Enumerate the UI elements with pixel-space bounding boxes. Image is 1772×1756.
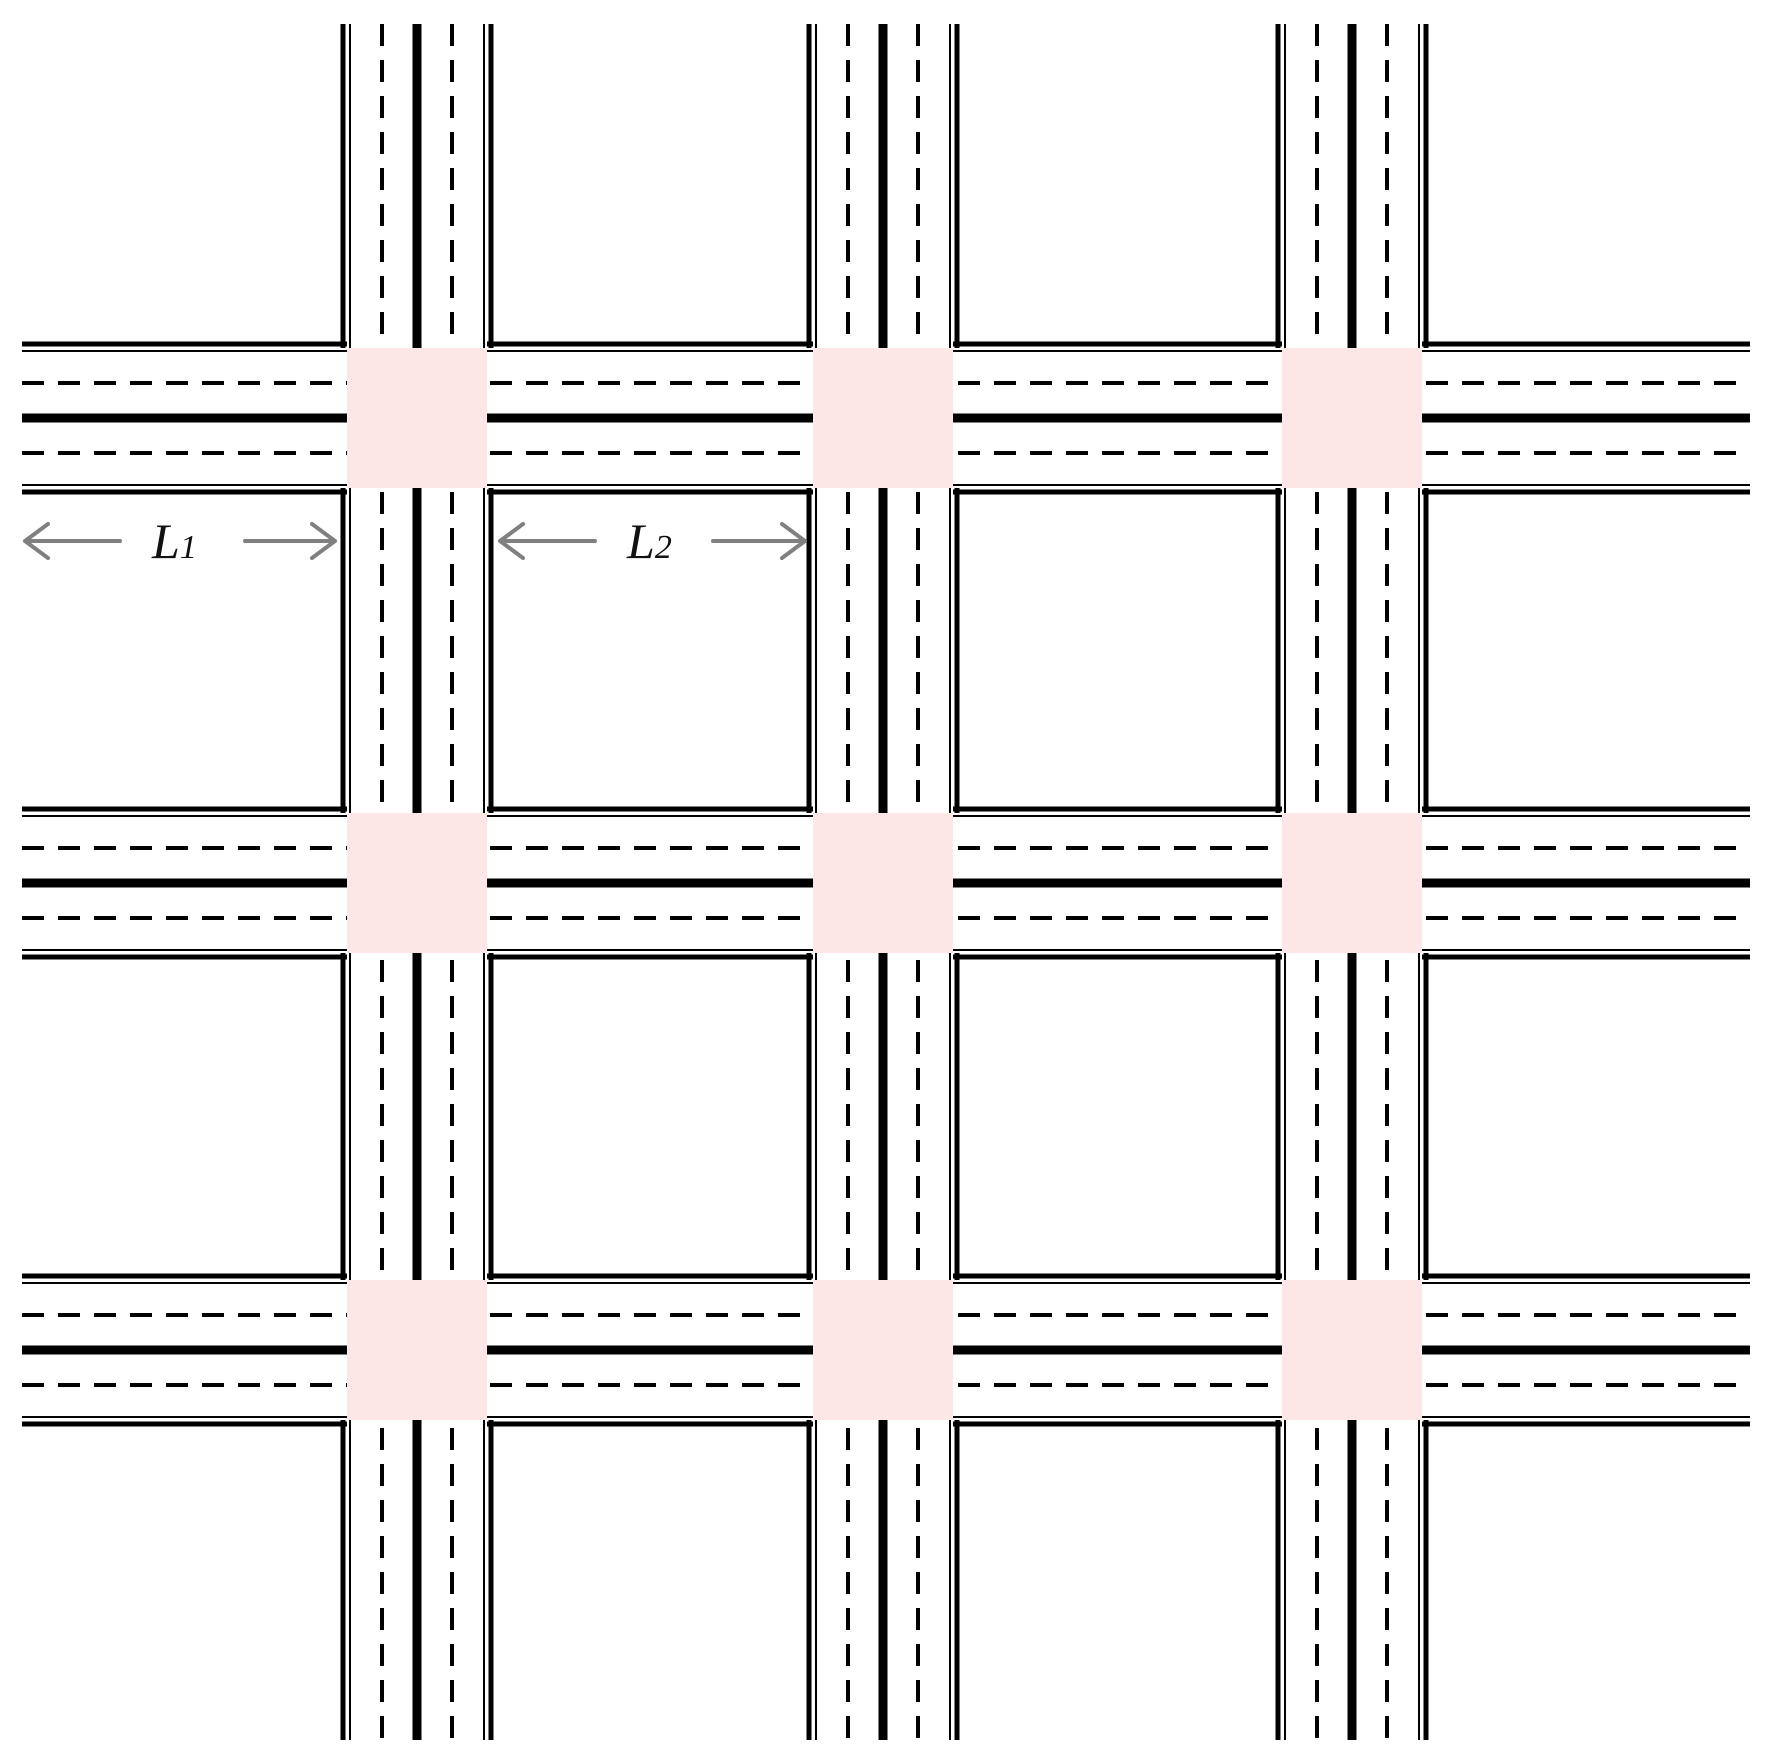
dimension-l1: L1 — [23, 513, 337, 569]
intersections-layer — [347, 348, 1422, 1420]
l2-label-sub: 2 — [655, 529, 672, 566]
curbs — [22, 24, 1750, 1740]
l1-right-arrow-icon — [243, 522, 337, 560]
intersection-3-1 — [347, 1280, 487, 1420]
l1-left-arrow-icon — [23, 522, 122, 560]
l2-label: L2 — [626, 513, 672, 569]
intersection-2-1 — [347, 813, 487, 953]
intersection-3-3 — [1282, 1280, 1422, 1420]
l2-left-arrow-icon — [498, 522, 597, 560]
intersection-2-3 — [1282, 813, 1422, 953]
intersection-3-2 — [813, 1280, 953, 1420]
intersection-1-1 — [347, 348, 487, 488]
l2-right-arrow-icon — [711, 522, 807, 560]
intersection-1-3 — [1282, 348, 1422, 488]
l1-label-sub: 1 — [180, 529, 197, 566]
intersection-1-2 — [813, 348, 953, 488]
intersection-2-2 — [813, 813, 953, 953]
l1-label-main: L — [151, 513, 180, 569]
l2-label-main: L — [626, 513, 655, 569]
dimension-l2: L2 — [498, 513, 807, 569]
l1-label: L1 — [151, 513, 197, 569]
